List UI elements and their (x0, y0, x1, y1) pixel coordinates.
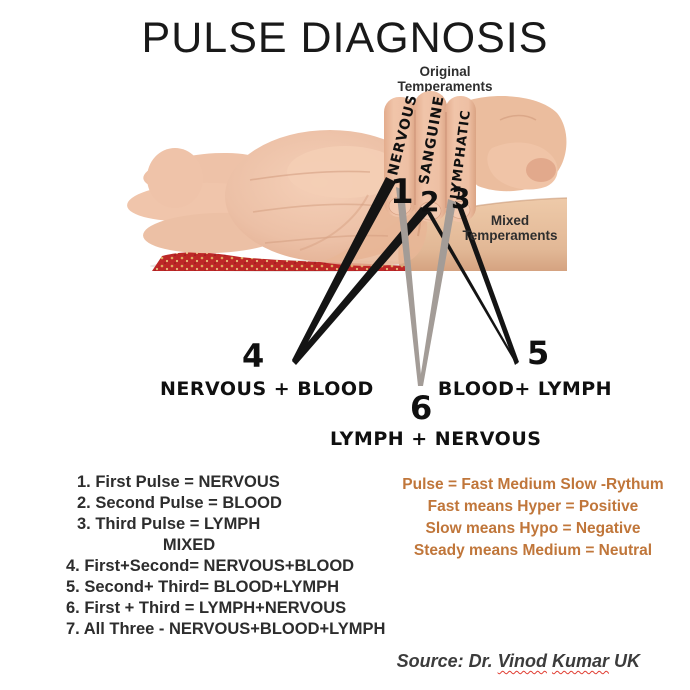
mixed-temperaments-line1: Mixed (490, 213, 530, 228)
combo-label-6: LYMPH + NERVOUS (330, 428, 542, 450)
line-finger1-to-6 (396, 187, 422, 386)
combo-label-4: NERVOUS + BLOOD (160, 378, 374, 400)
source-suffix: UK (614, 651, 640, 671)
combo-label-5: BLOOD+ LYMPH (437, 378, 613, 400)
rhythm-line-3: Slow means Hypo = Negative (425, 520, 641, 537)
legend-row-1: 1. First Pulse = NERVOUS (77, 473, 280, 491)
rhythm-line-1: Pulse = Fast Medium Slow -Rythum (402, 476, 664, 493)
pulse-legend-list: 1. First Pulse = NERVOUS 2. Second Pulse… (64, 472, 404, 640)
combo-number-6: 6 (410, 389, 433, 427)
finger-number-2: 2 (420, 185, 440, 218)
line-finger2-to-4 (292, 207, 430, 365)
source-name-vinod: Vinod (497, 651, 547, 671)
legend-row-7: 7. All Three - NERVOUS+BLOOD+LYMPH (66, 620, 386, 638)
mixed-temperaments-line2: Temperaments (462, 228, 558, 243)
legend-row-6: 6. First + Third = LYMPH+NERVOUS (66, 599, 347, 617)
source-credit: Source: Dr. Vinod Kumar UK (360, 651, 640, 672)
combo-number-4: 4 (242, 337, 265, 375)
line-finger3-to-6 (419, 199, 456, 386)
line-finger1-to-4 (292, 177, 396, 364)
rhythm-line-2: Fast means Hyper = Positive (427, 498, 639, 515)
source-name-kumar: Kumar (551, 651, 609, 671)
finger-number-1: 1 (390, 172, 414, 212)
page-title: PULSE DIAGNOSIS (141, 14, 549, 62)
pressing-fingers (384, 91, 476, 222)
legend-row-5: 5. Second+ Third= BLOOD+LYMPH (66, 578, 340, 596)
combo-number-5: 5 (527, 334, 550, 372)
connector-lines (292, 177, 519, 386)
original-temperaments-line1: Original (419, 64, 471, 79)
original-temperaments-line2: Temperaments (397, 79, 493, 94)
pressing-hand-back (468, 96, 567, 192)
original-temperaments-label: Original Temperaments (345, 64, 545, 94)
line-finger3-to-5 (455, 201, 519, 365)
mixed-temperaments-label: Mixed Temperaments (440, 213, 580, 243)
finger-number-3: 3 (451, 182, 471, 215)
rhythm-line-4: Steady means Medium = Neutral (413, 542, 653, 559)
rhythm-notes: Pulse = Fast Medium Slow -Rythum Fast me… (388, 474, 678, 562)
legend-row-4: 4. First+Second= NERVOUS+BLOOD (66, 557, 355, 575)
source-prefix: Source: Dr. (396, 651, 493, 671)
legend-row-mixed-header: MIXED (162, 536, 216, 554)
open-palm (127, 130, 435, 266)
legend-row-2: 2. Second Pulse = BLOOD (77, 494, 282, 512)
legend-row-3: 3. Third Pulse = LYMPH (77, 515, 261, 533)
